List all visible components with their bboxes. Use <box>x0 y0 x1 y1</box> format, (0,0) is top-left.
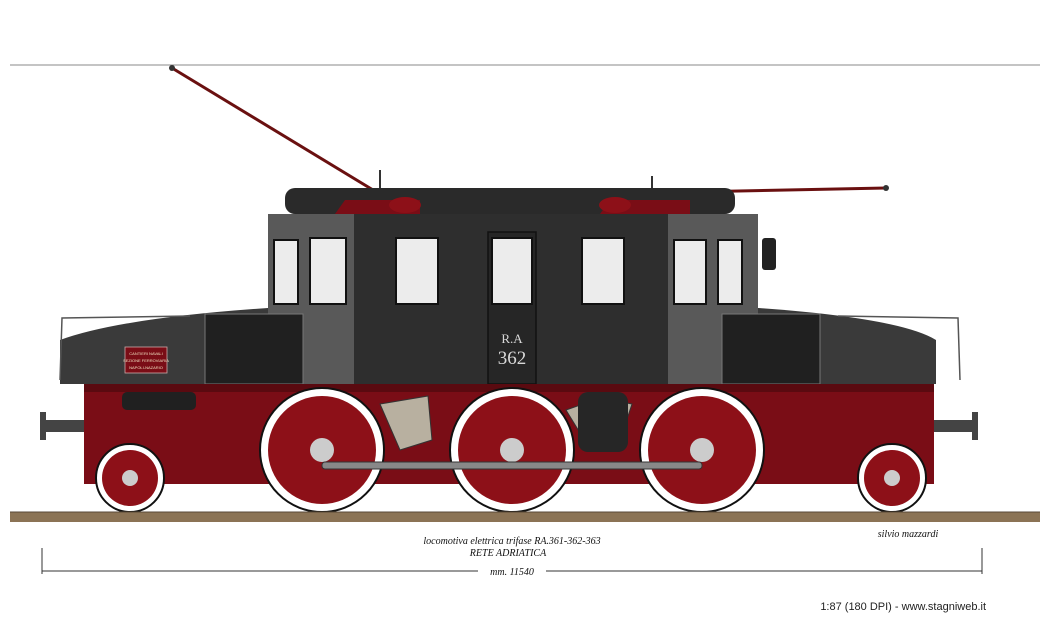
buffer-right <box>934 412 978 440</box>
louvres-right <box>721 313 821 385</box>
builder-plate: CANTIERI NAVALI SEZIONE FERROVIARIA NAPO… <box>123 346 169 374</box>
coupling-rod <box>321 461 703 470</box>
cab-windows <box>273 237 743 305</box>
window-side-2 <box>581 237 625 305</box>
window-door <box>491 237 533 305</box>
caption-title: locomotiva elettrica trifase RA.361-362-… <box>423 536 600 547</box>
wheel-pony-right <box>857 443 927 513</box>
window-side-1 <box>395 237 439 305</box>
head-lamp <box>762 238 776 270</box>
jackshaft-crank-left <box>379 395 433 451</box>
svg-text:NAPOLI-NAZARIO: NAPOLI-NAZARIO <box>129 365 163 370</box>
trolley-pole-left <box>169 65 401 196</box>
wheel-pony-left <box>95 443 165 513</box>
author-signature: silvio mazzardi <box>878 529 939 540</box>
scale-credit: 1:87 (180 DPI) - www.stagniweb.it <box>820 601 986 613</box>
window-end-right-2 <box>717 239 743 305</box>
length-label: mm. 11540 <box>490 567 534 578</box>
wheel-driver-2 <box>449 387 575 513</box>
buffer-left <box>40 412 84 440</box>
window-end-left-2 <box>309 237 347 305</box>
wheel-driver-1 <box>259 387 385 513</box>
caption-subtitle: RETE ADRIATICA <box>469 548 547 559</box>
road-mark: R.A <box>501 331 523 346</box>
handrail-right <box>837 315 961 381</box>
central-motor-housing <box>578 392 628 452</box>
window-end-right-1 <box>673 239 707 305</box>
roof-insulator-right <box>599 197 690 214</box>
roof-insulator-left <box>335 197 421 214</box>
svg-text:SEZIONE FERROVIARIA: SEZIONE FERROVIARIA <box>123 358 169 363</box>
handrail-left <box>59 315 191 381</box>
rail <box>10 512 1040 522</box>
locomotive-number: 362 <box>498 348 527 369</box>
wheel-driver-3 <box>639 387 765 513</box>
svg-text:CANTIERI NAVALI: CANTIERI NAVALI <box>129 351 162 356</box>
frame-cylinder <box>122 392 196 410</box>
dimension-line <box>41 548 983 574</box>
window-end-left-1 <box>273 239 299 305</box>
louvres-left <box>204 313 304 385</box>
